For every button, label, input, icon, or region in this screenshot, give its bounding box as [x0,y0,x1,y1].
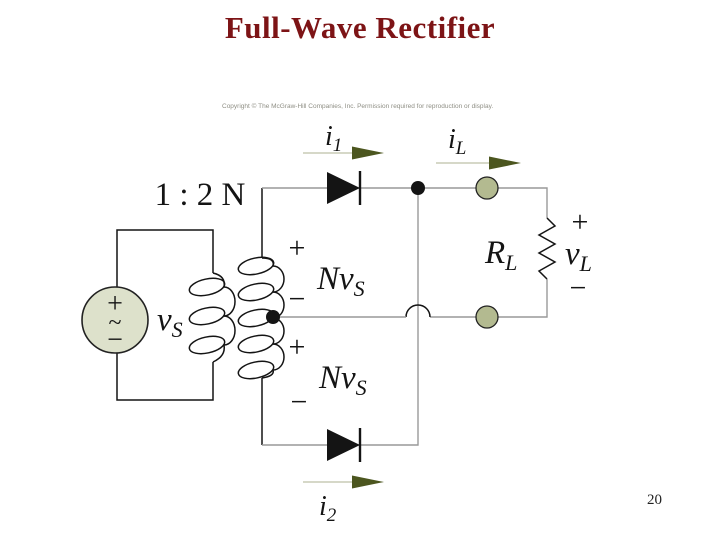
wire-source-bottom [116,352,214,401]
label-winding-bottom: NvS [318,360,367,400]
secondary-coil-arc [272,343,285,371]
secondary-coil-loop [237,334,275,354]
junction-dot-centertap [266,310,280,324]
label-load-resistor: RL [484,235,517,275]
transformer-primary-coil [188,272,236,363]
label-main: v [565,236,580,272]
label-current-i1: i1 [325,121,342,156]
secondary-coil-hook-bottom [261,369,275,379]
source-minus-sign: − [107,325,123,356]
wire-bottom-rail-and-return [262,188,419,446]
terminal-node-bottom [475,305,499,329]
arrow-head [352,146,384,160]
current-arrow-i1 [303,146,384,160]
label-load-voltage: vL [565,236,592,276]
label-sub: S [172,317,183,342]
polarity-plus-load: + [572,206,589,239]
secondary-coil-arc [272,265,285,293]
resistor-zigzag [537,217,557,280]
label-sub: L [504,250,517,275]
wire-source-top [116,229,214,288]
diode-bottom [327,428,362,462]
polarity-plus-winding-top: + [289,232,306,265]
polarity-plus-winding-bottom: + [289,331,306,364]
source-tilde-sign: ~ [109,310,122,336]
source-plus-sign: + [107,289,123,320]
wire-top-rail [262,187,548,218]
label-main: R [484,235,505,271]
primary-coil-arc [223,315,236,346]
diode-bottom-triangle [327,429,360,461]
polarity-minus-winding-bottom: − [291,386,308,419]
current-arrow-i2 [303,475,384,489]
terminal-node-top [475,176,499,200]
label-main: i [448,124,456,155]
primary-coil-arc [223,286,236,317]
slide-title: Full-Wave Rectifier [224,10,496,45]
label-main: v [157,302,172,338]
arrow-head [489,156,521,170]
label-main: Nv [318,360,356,396]
current-arrow-iL [436,156,521,170]
wire-load-bottom [498,279,548,318]
primary-coil-loop [188,335,226,355]
label-main: Nv [316,261,354,297]
polarity-minus-winding-top: − [289,283,306,316]
label-source-voltage: vS [157,302,183,342]
primary-coil-hook-bottom [212,344,226,363]
label-current-i2: i2 [319,491,337,526]
secondary-coil-loop [237,282,275,302]
ac-source-circle [81,286,149,354]
secondary-coil-loop [237,256,275,276]
primary-coil-loop [188,277,226,297]
label-main: i [319,491,327,522]
label-current-iL: iL [448,124,466,159]
wire-hop-arc [405,304,431,318]
label-sub: 1 [333,135,343,156]
primary-coil-loop [188,306,226,326]
primary-loop-wires [116,229,214,401]
label-sub: 2 [327,505,337,526]
label-sub: S [354,276,365,301]
label-main: i [325,121,333,152]
polarity-minus-load: − [570,272,587,305]
label-sub: L [579,251,592,276]
label-sub: S [356,375,367,400]
label-turns-ratio: 1 : 2 N [155,177,246,213]
page-number: 20 [647,492,662,508]
diode-top-triangle [327,172,360,204]
ac-source: + ~ − [81,286,149,356]
label-sub: L [455,138,467,159]
junction-dot-top [411,181,425,195]
arrow-head [352,475,384,489]
copyright-notice: Copyright © The McGraw-Hill Companies, I… [222,103,494,110]
secondary-coil-loop [237,360,275,380]
label-winding-top: NvS [316,261,365,301]
diode-top [327,171,362,205]
